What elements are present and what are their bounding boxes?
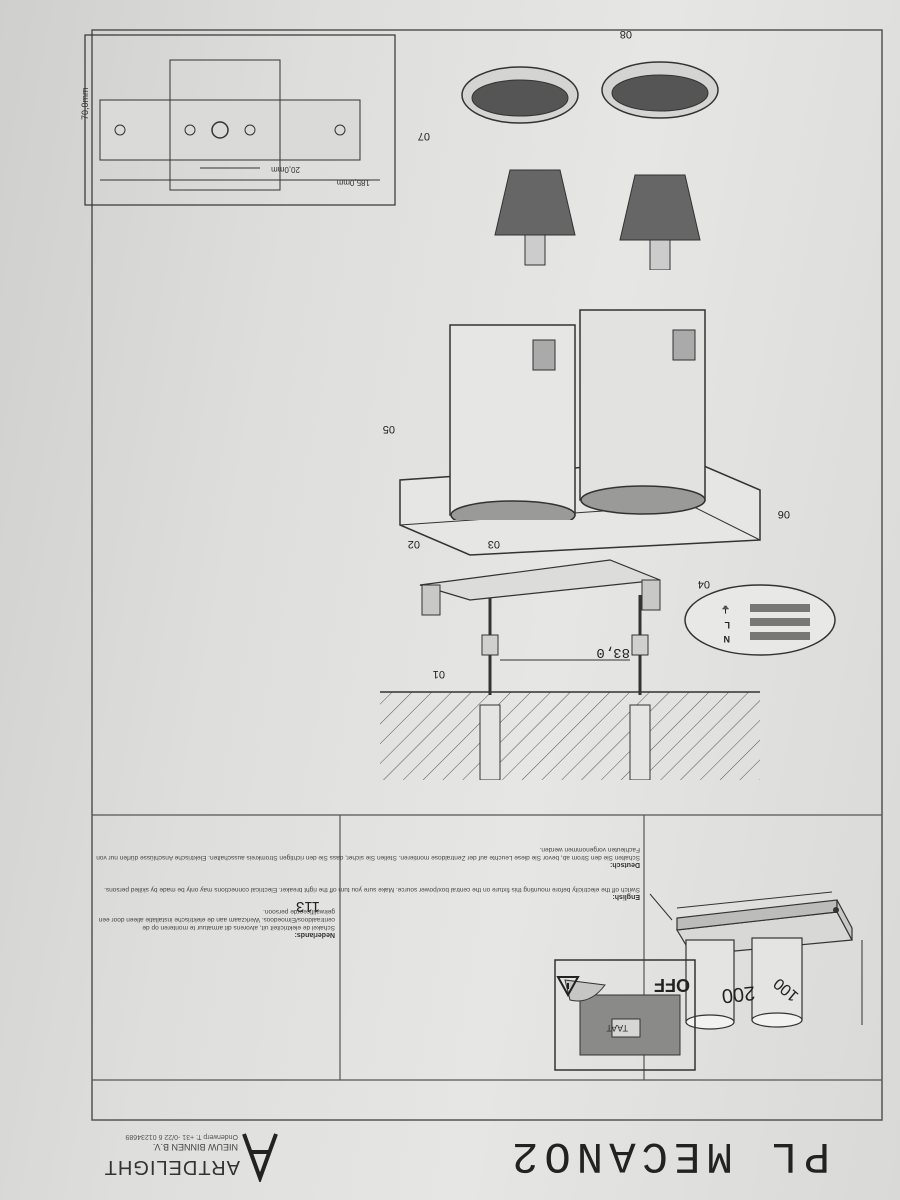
brand-name: ARTDELIGHT bbox=[103, 1156, 240, 1178]
brand-contact: Onderwerp T: +31 -0/22 6 01234689 bbox=[125, 1133, 238, 1140]
step-label-04: 04 bbox=[697, 578, 710, 590]
switch-text: TAAT bbox=[606, 1023, 628, 1033]
instruction-text-de: Schalten Sie den Strom ab, bevor Sie die… bbox=[96, 846, 640, 861]
plate-length-dimension: 185,0mm bbox=[336, 178, 370, 187]
instruction-heading-nl: Nederlands: bbox=[294, 931, 335, 938]
off-label: OFF bbox=[654, 975, 690, 995]
wire-label-l: L bbox=[724, 620, 731, 630]
instruction-text-nl: Schakel de elektriciteit uit, alvorens d… bbox=[98, 908, 335, 931]
instruction-heading-en: English: bbox=[612, 893, 640, 900]
step-label-05: 05 bbox=[382, 423, 395, 435]
gu10-lamps bbox=[494, 169, 701, 270]
instruction-heading-de: Deutsch: bbox=[610, 861, 640, 868]
width-dimension: 200 bbox=[720, 981, 757, 1007]
brand-subtitle: NIEUW BINNEN B.V. bbox=[152, 1142, 238, 1152]
mounting-plate-detail bbox=[84, 34, 396, 206]
brand-logo-icon bbox=[242, 1133, 278, 1182]
instruction-text-en: Switch off the electricity before mounti… bbox=[104, 886, 640, 893]
step-label-08: 08 bbox=[619, 28, 632, 40]
instructions-block-en: English: Switch off the electricity befo… bbox=[95, 885, 640, 900]
ground-spikes bbox=[481, 595, 649, 695]
product-dimension-drawing bbox=[649, 891, 863, 1030]
step-label-02: 02 bbox=[407, 538, 420, 550]
instructions-block: Nederlands: Schakel de elektriciteit uit… bbox=[95, 907, 335, 938]
lens-rings bbox=[461, 61, 719, 124]
wire-label-earth: ⏚ bbox=[720, 604, 730, 614]
fixture-cylinders bbox=[449, 309, 706, 520]
step-label-07: 07 bbox=[417, 130, 430, 142]
ground-hatch-drawing bbox=[380, 691, 760, 780]
switch-off-illustration bbox=[554, 959, 696, 1071]
warning-icon bbox=[556, 976, 580, 997]
mounting-bracket bbox=[419, 559, 661, 616]
instructions-block-de: Deutsch: Schalten Sie den Strom ab, bevo… bbox=[95, 845, 640, 868]
plate-height-dimension: 70,0mm bbox=[80, 87, 90, 120]
step-label-03: 03 bbox=[487, 538, 500, 550]
wiring-diagram bbox=[684, 584, 836, 656]
plate-hole-spacing-dimension: 20,0mm bbox=[271, 165, 300, 174]
document-title: PL MECANO2 bbox=[505, 1130, 830, 1180]
wire-label-n: N bbox=[723, 634, 731, 644]
step-label-01: 01 bbox=[432, 668, 445, 680]
spike-spacing-dimension: 83,0 bbox=[596, 644, 630, 660]
step-label-06: 06 bbox=[777, 508, 790, 520]
